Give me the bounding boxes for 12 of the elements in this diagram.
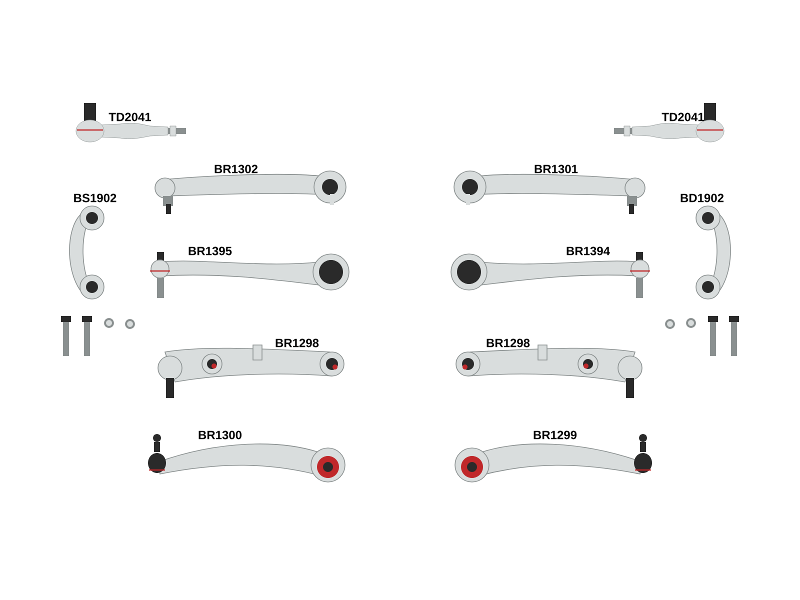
part-number: BS1902 <box>74 194 116 202</box>
part-number: BR1302 <box>214 164 258 174</box>
part-number: BR1300 <box>198 430 242 440</box>
part-number: BR1299 <box>534 430 577 440</box>
part-number: BR1394 <box>566 246 610 256</box>
part-number: BR1395 <box>188 246 232 256</box>
part-number: BR1301 <box>534 164 578 174</box>
part-number: TD2041 <box>108 112 151 122</box>
part-number: BD1902 <box>680 194 724 202</box>
part-number: TD2041 <box>662 112 704 122</box>
part-number: BR1298 <box>486 338 530 348</box>
part-number: BR1298 <box>276 338 319 348</box>
